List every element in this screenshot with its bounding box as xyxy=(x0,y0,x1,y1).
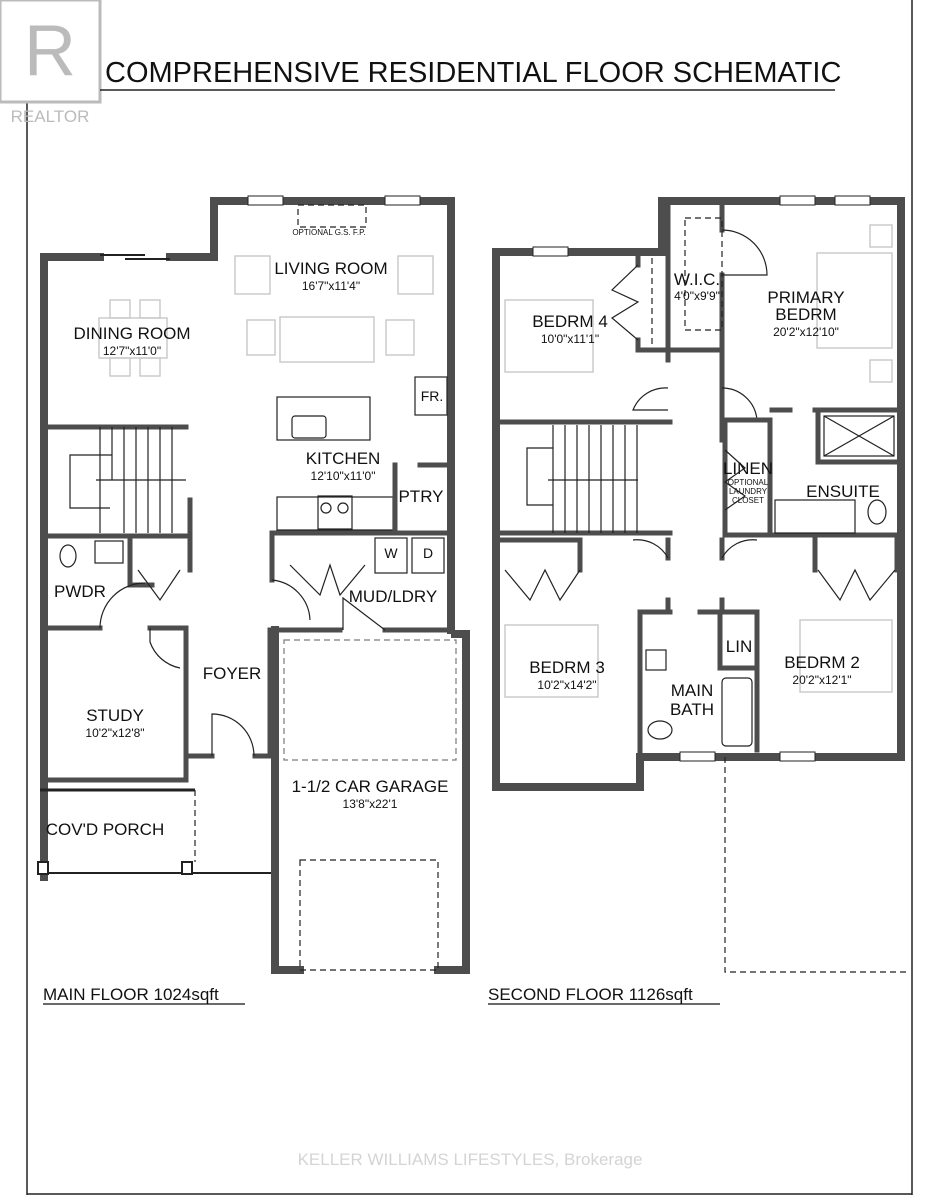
bedrm4-label: BEDRM 4 xyxy=(532,312,608,331)
second-floor-label: SECOND FLOOR 1126sqft xyxy=(488,985,693,1004)
wic-label: W.I.C. xyxy=(674,270,720,289)
second-floor-walls xyxy=(492,195,910,973)
bedrm2-label: BEDRM 2 xyxy=(784,653,860,672)
pantry-label: PTRY xyxy=(398,487,443,506)
primary-size: 20'2"x12'10" xyxy=(773,325,839,339)
bedrm3-size: 10'2"x14'2" xyxy=(537,678,596,692)
linen-note-1: OPTIONAL xyxy=(728,478,769,487)
dining-room-label: DINING ROOM xyxy=(73,324,190,343)
garage-size: 13'8"x22'1 xyxy=(343,797,398,811)
svg-text:R: R xyxy=(24,11,76,91)
main-floor-walls xyxy=(37,195,470,974)
page-title: COMPREHENSIVE RESIDENTIAL FLOOR SCHEMATI… xyxy=(105,57,841,89)
kitchen-label: KITCHEN xyxy=(306,449,381,468)
washer-label: W xyxy=(384,545,398,561)
primary-label-line1: PRIMARY xyxy=(767,288,844,307)
primary-label-line2: BEDRM xyxy=(775,305,836,324)
main-bath-label-line2: BATH xyxy=(670,700,714,719)
study-size: 10'2"x12'8" xyxy=(85,726,144,740)
porch-label: COV'D PORCH xyxy=(46,820,164,839)
ensuite-label: ENSUITE xyxy=(806,482,880,501)
powder-label: PWDR xyxy=(54,582,106,601)
mud-laundry-label: MUD/LDRY xyxy=(349,587,437,606)
fridge-label: FR. xyxy=(421,388,444,404)
brokerage-watermark: KELLER WILLIAMS LIFESTYLES, Brokerage xyxy=(298,1150,643,1169)
kitchen-size: 12'10"x11'0" xyxy=(311,469,376,483)
fireplace-note: OPTIONAL G.S. F.P. xyxy=(292,228,365,237)
main-bath-label-line1: MAIN xyxy=(671,681,714,700)
main-floor-label: MAIN FLOOR 1024sqft xyxy=(43,985,219,1004)
svg-text:REALTOR: REALTOR xyxy=(11,107,90,126)
bedrm2-size: 20'2"x12'1" xyxy=(792,673,851,687)
foyer-label: FOYER xyxy=(203,664,262,683)
dining-room-size: 12'7"x11'0" xyxy=(103,344,161,358)
living-room-label: LIVING ROOM xyxy=(274,259,387,278)
linen-label: LINEN xyxy=(723,459,773,478)
wic-size: 4'0"x9'9" xyxy=(674,289,720,303)
bedrm4-size: 10'0"x11'1" xyxy=(541,332,599,346)
living-room-size: 16'7"x11'4" xyxy=(302,279,360,293)
realtor-logo: R REALTOR xyxy=(0,0,102,126)
lin-label: LIN xyxy=(726,637,752,656)
dryer-label: D xyxy=(423,545,433,561)
linen-note-2: LAUNDRY xyxy=(729,487,768,496)
bedrm3-label: BEDRM 3 xyxy=(529,658,605,677)
study-label: STUDY xyxy=(86,706,144,725)
garage-label: 1-1/2 CAR GARAGE xyxy=(292,777,449,796)
linen-note-3: CLOSET xyxy=(732,496,764,505)
